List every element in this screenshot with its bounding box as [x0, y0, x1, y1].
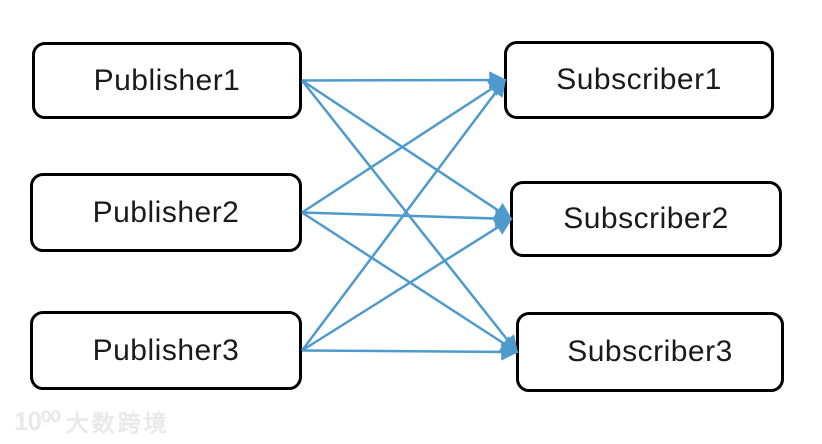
node-subscriber3-label: Subscriber3	[567, 335, 733, 368]
node-subscriber2-label: Subscriber2	[563, 202, 729, 235]
arrow-publisher1-to-subscriber1	[301, 71, 507, 89]
arrow-publisher2-to-subscriber1	[301, 78, 507, 214]
node-publisher3: Publisher3	[30, 311, 302, 390]
arrow-publisher2-to-subscriber2	[301, 209, 513, 228]
watermark-logo-icon: 10⁰⁰	[14, 405, 61, 436]
watermark: 10⁰⁰ 大数跨境	[14, 404, 170, 438]
node-subscriber1: Subscriber1	[504, 41, 774, 119]
node-publisher3-label: Publisher3	[92, 333, 240, 367]
watermark-text: 大数跨境	[65, 410, 170, 436]
node-subscriber2: Subscriber2	[510, 181, 782, 257]
arrow-publisher2-to-subscriber3	[301, 211, 519, 354]
node-publisher1-label: Publisher1	[93, 63, 241, 97]
arrow-publisher3-to-subscriber3	[301, 343, 519, 361]
arrow-group	[301, 71, 519, 361]
arrow-publisher1-to-subscriber2	[301, 79, 513, 221]
node-subscriber3: Subscriber3	[516, 312, 784, 392]
node-publisher1: Publisher1	[32, 42, 302, 119]
arrow-publisher3-to-subscriber2	[301, 217, 513, 352]
node-publisher2: Publisher2	[30, 173, 302, 252]
node-publisher2-label: Publisher2	[92, 195, 240, 229]
arrow-publisher3-to-subscriber1	[301, 78, 507, 352]
arrow-publisher1-to-subscriber3	[301, 79, 519, 354]
node-subscriber1-label: Subscriber1	[556, 63, 722, 96]
